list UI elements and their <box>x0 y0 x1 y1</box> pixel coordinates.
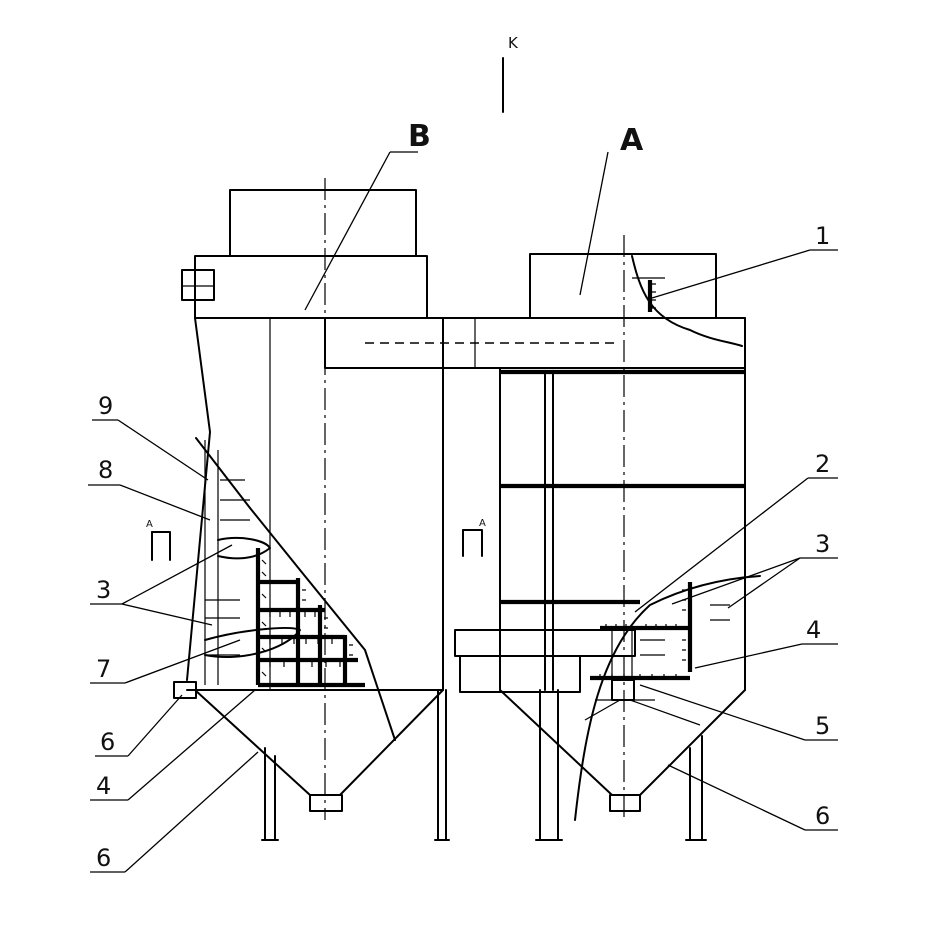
unit-a-right <box>454 235 746 841</box>
callout-5: 5 <box>815 712 830 740</box>
unit-a-label: A <box>620 123 644 158</box>
callout-6-left-b: 6 <box>96 844 111 872</box>
callout-2: 2 <box>815 450 830 478</box>
callout-6-right: 6 <box>815 802 830 830</box>
leader-lines <box>88 151 838 873</box>
callout-8: 8 <box>98 456 113 484</box>
top-marker-label: K <box>508 34 519 52</box>
callout-7: 7 <box>96 655 111 683</box>
callout-6-left-a: 6 <box>100 728 115 756</box>
labels: K B A A A 1 2 3 4 5 6 9 8 3 7 6 4 6 <box>96 34 830 872</box>
callout-1: 1 <box>815 222 830 250</box>
unit-b-label: B <box>408 119 431 154</box>
section-left-label: A <box>146 519 153 530</box>
callout-9: 9 <box>98 392 113 420</box>
callout-3-right: 3 <box>815 530 830 558</box>
connecting-duct <box>324 317 746 369</box>
unit-b-cutaway <box>151 437 396 741</box>
unit-a-cutaway <box>574 575 761 821</box>
callout-4-right: 4 <box>806 616 821 644</box>
callout-4-left: 4 <box>96 772 111 800</box>
unit-b-left <box>173 178 450 841</box>
callout-3-left: 3 <box>96 576 111 604</box>
section-right-label: A <box>479 518 486 529</box>
